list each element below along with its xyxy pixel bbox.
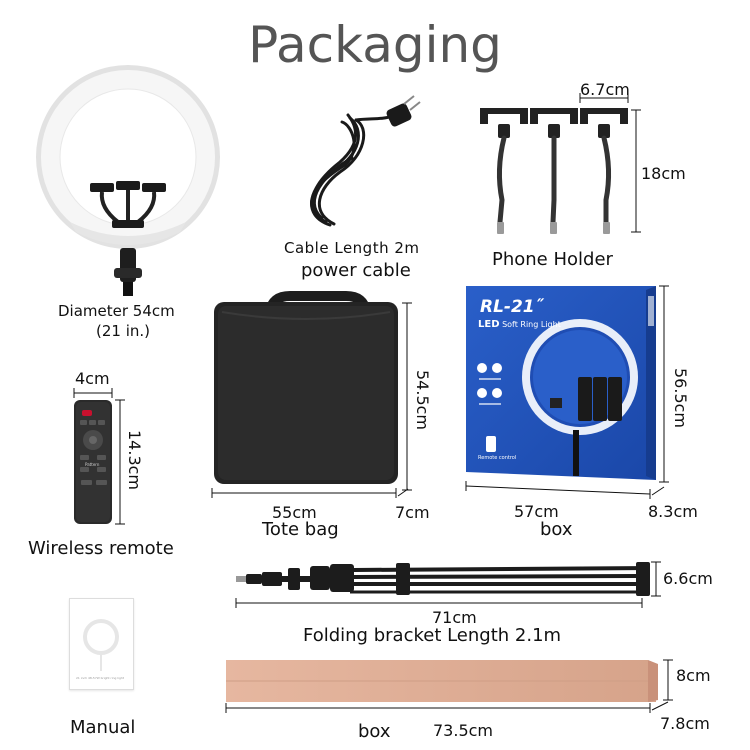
manual-image: 21 inch 48-57W bright ring light: [69, 598, 134, 690]
manual-text: 21 inch 48-57W bright ring light: [76, 676, 125, 680]
shipping-box-label: box: [358, 721, 391, 742]
box-width: 57cm: [514, 502, 559, 521]
page-title: Packaging: [248, 16, 502, 74]
tote-bag-height: 54.5cm: [413, 370, 432, 431]
shipping-box-height: 8cm: [676, 666, 711, 685]
tote-bag-label: Tote bag: [262, 519, 339, 540]
manual-label: Manual: [70, 717, 136, 738]
tote-bag-depth: 7cm: [395, 503, 430, 522]
box-label: box: [540, 519, 573, 540]
shipping-box-depth: 7.8cm: [660, 714, 710, 733]
shipping-box-length: 73.5cm: [433, 721, 494, 740]
tote-bag-width: 55cm: [272, 503, 317, 522]
power-cable-length: Cable Length 2m: [284, 239, 420, 257]
box-model: RL-21˝: [480, 297, 544, 317]
power-cable-label: power cable: [301, 260, 411, 281]
ring-light-diameter: Diameter 54cm: [58, 302, 175, 320]
remote-width: 4cm: [75, 369, 110, 388]
phone-holder-width: 6.7cm: [580, 80, 630, 99]
box-remote-text: Remote control: [478, 455, 517, 461]
bracket-label: Folding bracket Length 2.1m: [303, 625, 562, 646]
bracket-height: 6.6cm: [663, 569, 713, 588]
phone-holder-label: Phone Holder: [492, 249, 613, 270]
bracket-width: 71cm: [432, 608, 477, 627]
box-depth: 8.3cm: [648, 502, 698, 521]
remote-button-text: Pattern: [85, 462, 100, 467]
remote-height: 14.3cm: [125, 430, 144, 491]
remote-label: Wireless remote: [28, 538, 174, 559]
ring-light-inches: (21 in.): [96, 322, 151, 340]
box-subtitle: LED Soft Ring Light: [478, 319, 561, 330]
phone-holder-height: 18cm: [641, 164, 686, 183]
box-height: 56.5cm: [671, 368, 690, 429]
